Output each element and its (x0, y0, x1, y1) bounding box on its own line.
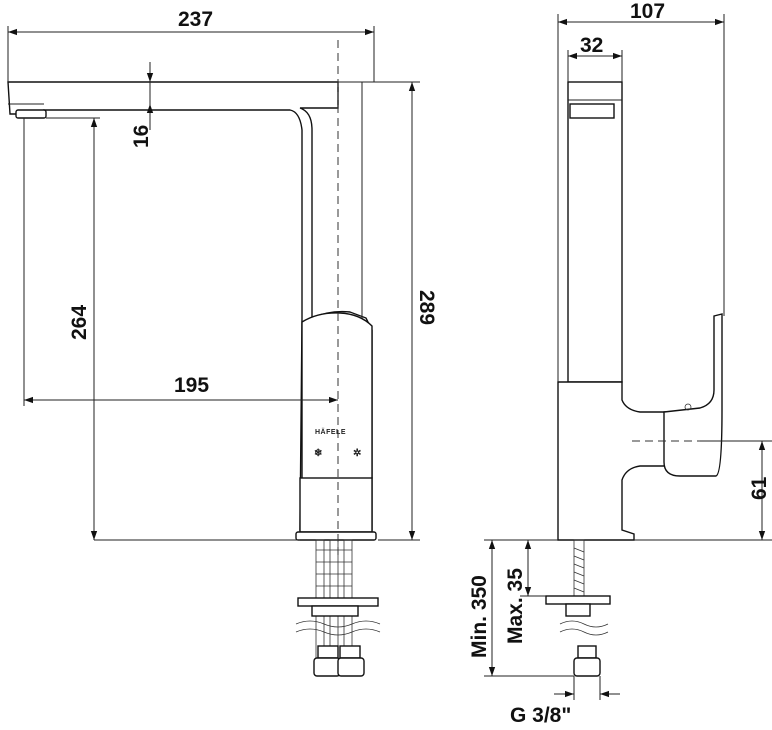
cold-marker-icon: ❄ (314, 448, 323, 459)
dim-thread-label: G 3/8" (510, 704, 571, 727)
side-column (567, 81, 623, 383)
dim-61-label: 61 (748, 476, 771, 500)
dim-289-label: 289 (415, 290, 438, 325)
front-mounting-rods (295, 539, 381, 677)
dim-264-label: 264 (68, 305, 91, 340)
dim-16-label: 16 (130, 125, 153, 148)
side-handle-lever (663, 313, 723, 477)
dim-min350-label: Min. 350 (468, 575, 491, 658)
brand-logo: HÄFELE (315, 428, 346, 436)
front-base-plate (295, 531, 377, 541)
front-base (299, 477, 373, 533)
dim-max35-label: Max. 35 (504, 568, 527, 644)
side-mounting-rod (545, 539, 611, 677)
front-aerator (15, 109, 47, 119)
side-body (557, 381, 681, 541)
dim-107-label: 107 (630, 0, 665, 23)
side-handle-screw (684, 403, 692, 411)
dim-195-label: 195 (174, 374, 209, 397)
front-handle (301, 312, 373, 487)
dim-237-label: 237 (178, 8, 213, 31)
dim-32-label: 32 (580, 34, 603, 57)
front-view: HÄFELE ❄ ✲ (7, 8, 438, 677)
side-view: 107 32 61 Max. 35 Min. 350 G 3/8" (468, 0, 772, 727)
hot-marker-icon: ✲ (353, 448, 362, 459)
side-aerator (569, 103, 615, 119)
